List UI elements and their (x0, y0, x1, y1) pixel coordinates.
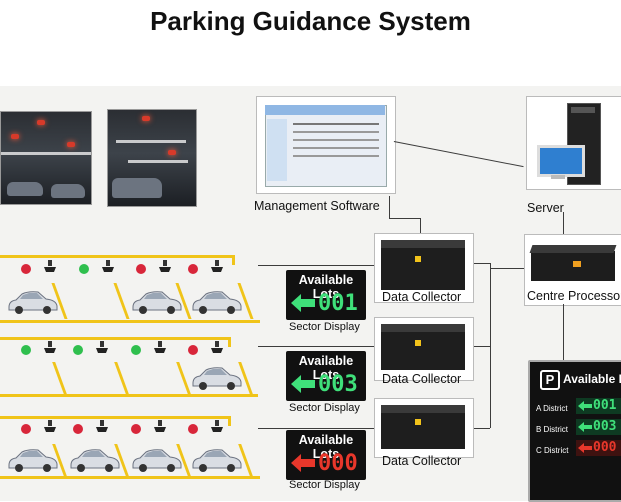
sector-display-2-header: Available Lots (298, 354, 354, 382)
district-a-row (576, 398, 621, 414)
data-collector-3-label: Data Collector (382, 454, 462, 468)
sector-display-3-header: Available Lots (298, 433, 354, 461)
data-collector-3 (374, 398, 474, 458)
district-c-label: C District (536, 446, 569, 455)
connector-top-bus (389, 218, 420, 219)
sector-display-3: Available Lots 000 (286, 430, 366, 480)
left-arrow-icon (578, 401, 592, 411)
ultrasonic-detector-icon (209, 260, 225, 282)
main-guidance-display: P Available Lots A District 001 B Distri… (528, 360, 621, 502)
connector-lane1 (258, 265, 376, 266)
parking-sensor-icon (130, 422, 146, 444)
parked-car-icon (6, 289, 60, 315)
server-box (526, 96, 621, 190)
left-arrow-icon (578, 422, 592, 432)
connector-collector2-bus (472, 346, 490, 347)
sector-display-1-label: Sector Display (289, 321, 360, 333)
parking-sensor-icon (130, 343, 146, 365)
district-a-value: 001 (593, 398, 617, 413)
main-display-header: Available Lots (563, 372, 621, 386)
management-software-screen (256, 96, 396, 194)
parking-sensor-icon (187, 422, 203, 444)
connector-lane2 (258, 346, 376, 347)
connector-collector1-bus (472, 263, 490, 264)
left-arrow-icon (291, 454, 315, 472)
centre-processor-box (524, 234, 621, 306)
parking-sensor-icon (72, 422, 88, 444)
data-collector-2 (374, 317, 474, 381)
connector-lane3 (258, 428, 376, 429)
ultrasonic-detector-icon (152, 420, 168, 442)
district-b-row (576, 419, 621, 435)
sector-display-3-label: Sector Display (289, 479, 360, 491)
connector-processor-display (563, 304, 564, 360)
district-b-value: 003 (593, 419, 617, 434)
sector-display-3-value: 000 (318, 451, 358, 476)
sector-display-1-header: Available Lots (298, 273, 354, 301)
parking-sensor-icon (72, 343, 88, 365)
parking-sensor-icon (78, 262, 94, 284)
connector-sw-vertical (389, 196, 390, 218)
connector-sw-collector (420, 218, 421, 234)
connector-server-processor (563, 212, 564, 234)
connector-bus-vertical (490, 263, 491, 428)
ultrasonic-detector-icon (152, 341, 168, 363)
district-a-label: A District (536, 404, 568, 413)
ultrasonic-detector-icon (42, 341, 58, 363)
sector-display-2-value: 003 (318, 372, 358, 397)
data-collector-2-label: Data Collector (382, 372, 462, 386)
ultrasonic-detector-icon (100, 260, 116, 282)
parking-sensor-icon (20, 262, 36, 284)
ultrasonic-detector-icon (94, 341, 110, 363)
parking-sensor-icon (187, 343, 203, 365)
parked-car-icon (6, 447, 60, 473)
parking-sensor-icon (135, 262, 151, 284)
parking-sensor-icon (20, 343, 36, 365)
connector-bus-processor (490, 268, 524, 269)
sector-display-1-value: 001 (318, 291, 358, 316)
parking-sensor-icon (20, 422, 36, 444)
connector-collector3-bus (472, 428, 490, 429)
parked-car-icon (190, 365, 244, 391)
data-collector-1-label: Data Collector (382, 290, 462, 304)
management-software-label: Management Software (254, 199, 380, 213)
parking-photo-1 (0, 111, 92, 205)
left-arrow-icon (291, 294, 315, 312)
parked-car-icon (130, 289, 184, 315)
parked-car-icon (190, 447, 244, 473)
ultrasonic-detector-icon (157, 260, 173, 282)
district-c-value: 000 (593, 440, 617, 455)
page-title: Parking Guidance System (150, 6, 471, 36)
ultrasonic-detector-icon (209, 341, 225, 363)
ultrasonic-detector-icon (209, 420, 225, 442)
centre-processor-label: Centre Processor (527, 289, 621, 303)
district-c-row (576, 440, 621, 456)
parking-p-icon: P (540, 370, 560, 390)
sector-display-2-label: Sector Display (289, 402, 360, 414)
ultrasonic-detector-icon (42, 420, 58, 442)
data-collector-1 (374, 233, 474, 303)
parking-photo-2 (107, 109, 197, 207)
left-arrow-icon (578, 443, 592, 453)
server-label: Server (527, 201, 564, 215)
ultrasonic-detector-icon (94, 420, 110, 442)
sector-display-2: Available Lots 003 (286, 351, 366, 401)
parking-sensor-icon (187, 262, 203, 284)
parked-car-icon (190, 289, 244, 315)
parked-car-icon (130, 447, 184, 473)
sector-display-1: Available Lots 001 (286, 270, 366, 320)
ultrasonic-detector-icon (42, 260, 58, 282)
parked-car-icon (68, 447, 122, 473)
left-arrow-icon (291, 375, 315, 393)
district-b-label: B District (536, 425, 568, 434)
